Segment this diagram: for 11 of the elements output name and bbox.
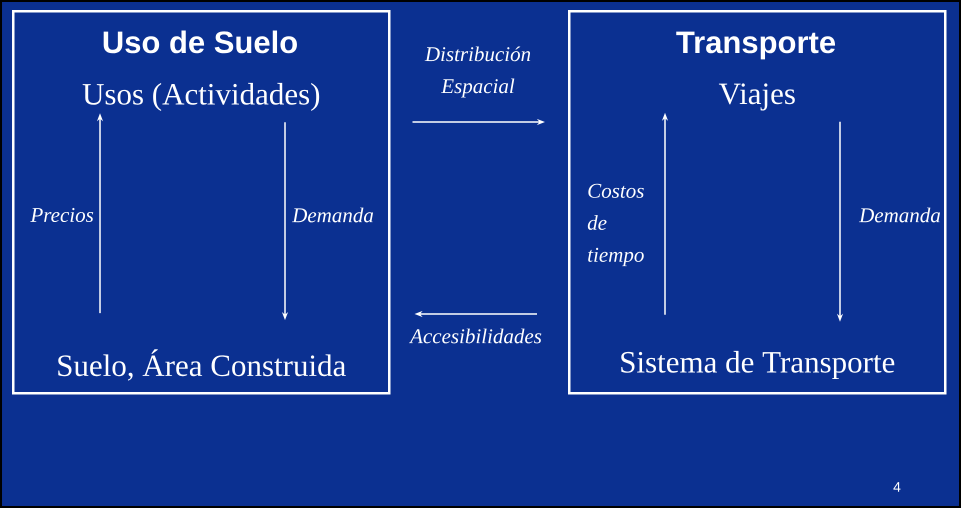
edge-label: Demanda: [858, 208, 940, 222]
concept-text: Suelo, Área Construida: [58, 349, 346, 381]
edge-label: Demanda: [292, 208, 374, 222]
edge-label: Accesibilidades: [408, 328, 542, 344]
page-number: 4: [893, 482, 900, 492]
concept-text: Usos (Actividades): [82, 82, 320, 112]
edge-label: Precios: [30, 208, 94, 222]
edge-label: Costos de tiempo: [588, 184, 644, 266]
concept-text: Sistema de Transporte: [621, 350, 894, 380]
concept-text: Viajes: [718, 83, 795, 111]
edge-label: Distribución Espacial: [424, 46, 530, 98]
